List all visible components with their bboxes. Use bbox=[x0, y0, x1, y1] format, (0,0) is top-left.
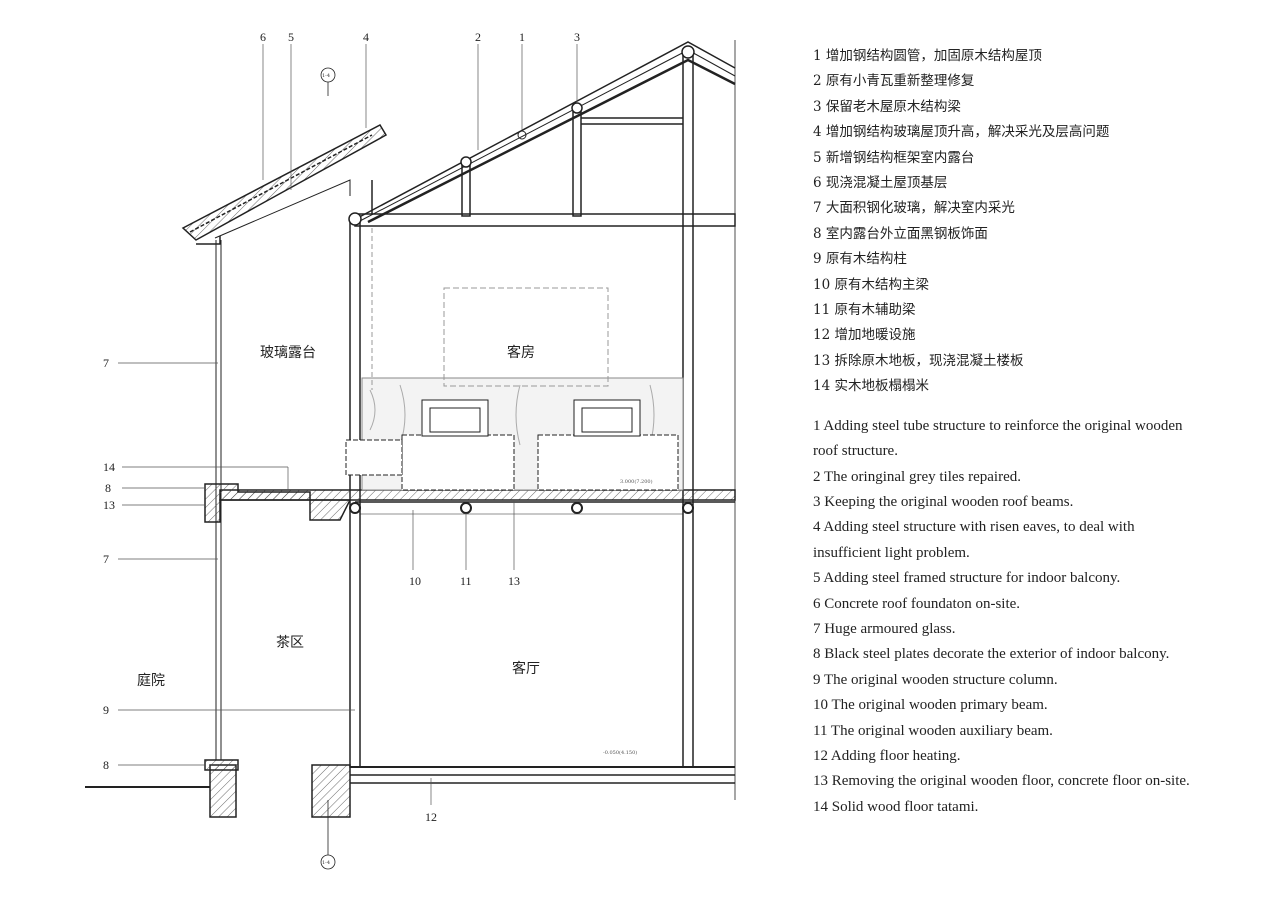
elevation-lower: -0.050(4.150) bbox=[603, 749, 637, 756]
callout: 12 bbox=[425, 810, 437, 824]
legend-item: 14 实木地板榻榻米 bbox=[813, 378, 929, 395]
roof-post bbox=[572, 107, 582, 217]
legend-chinese: 1 增加钢结构圆管，加固原木结构屋顶 2 原有小青瓦重新整理修复 3 保留老木屋… bbox=[813, 44, 1193, 400]
beam-section bbox=[349, 502, 361, 514]
legend-item: 10 The original wooden primary beam. bbox=[813, 697, 1048, 714]
legend-item: 2 原有小青瓦重新整理修复 bbox=[813, 73, 975, 90]
beds bbox=[345, 228, 684, 491]
steel-tube bbox=[460, 156, 472, 168]
legend-item: 7 Huge armoured glass. bbox=[813, 620, 956, 637]
callout: 8 bbox=[103, 758, 109, 772]
beam-section bbox=[571, 502, 583, 514]
legend-item: 10 原有木结构主梁 bbox=[813, 276, 929, 293]
legend-item: 1 Adding steel tube structure to reinfor… bbox=[813, 417, 1183, 460]
callouts-top: 6 5 4 2 1 3 bbox=[260, 30, 580, 44]
section-marker bbox=[320, 67, 336, 83]
room-guest-room: 客房 bbox=[507, 344, 535, 361]
legend-item: 13 Removing the original wooden floor, c… bbox=[813, 773, 1190, 790]
legend-item: 3 保留老木屋原木结构梁 bbox=[813, 98, 961, 115]
terrace-roof bbox=[181, 124, 388, 245]
room-courtyard: 庭院 bbox=[137, 672, 165, 689]
legend-item: 11 The original wooden auxiliary beam. bbox=[813, 722, 1053, 739]
legend-item: 4 Adding steel structure with risen eave… bbox=[813, 519, 1135, 561]
callout: 13 bbox=[103, 498, 115, 512]
callout: 14 bbox=[103, 460, 115, 474]
legend-item: 12 增加地暖设施 bbox=[813, 327, 916, 344]
callout: 8 bbox=[105, 481, 111, 495]
callout: 10 bbox=[409, 574, 421, 588]
legend-item: 12 Adding floor heating. bbox=[813, 747, 961, 764]
legend: 1 增加钢结构圆管，加固原木结构屋顶 2 原有小青瓦重新整理修复 3 保留老木屋… bbox=[813, 44, 1193, 820]
callout: 1 bbox=[519, 30, 525, 44]
foundation bbox=[209, 764, 237, 818]
room-tea-area: 茶区 bbox=[276, 635, 304, 651]
roof-beam bbox=[354, 213, 736, 227]
legend-item: 9 The original wooden structure column. bbox=[813, 671, 1058, 688]
beam-section bbox=[460, 502, 472, 514]
legend-item: 3 Keeping the original wooden roof beams… bbox=[813, 493, 1074, 510]
foundation bbox=[311, 764, 351, 818]
steel-tube bbox=[571, 102, 583, 114]
room-glass-terrace: 玻璃露台 bbox=[260, 344, 316, 361]
callout: 4 bbox=[363, 30, 369, 44]
legend-item: 11 原有木辅助梁 bbox=[813, 302, 916, 319]
legend-item: 2 The oringinal grey tiles repaired. bbox=[813, 468, 1021, 485]
beam-section bbox=[682, 502, 694, 514]
section-marker-label: 1-4 bbox=[322, 73, 330, 79]
callout: 11 bbox=[460, 574, 472, 588]
room-living-room: 客厅 bbox=[512, 660, 540, 677]
section-marker bbox=[320, 854, 336, 870]
legend-item: 8 室内露台外立面黑钢板饰面 bbox=[813, 225, 988, 242]
column-right bbox=[682, 51, 694, 768]
legend-item: 14 Solid wood floor tatami. bbox=[813, 798, 979, 815]
callout: 7 bbox=[103, 552, 109, 566]
legend-item: 6 现浇混凝土屋顶基层 bbox=[813, 175, 948, 192]
callout: 3 bbox=[574, 30, 580, 44]
legend-english: 1 Adding steel tube structure to reinfor… bbox=[813, 414, 1193, 821]
steel-tube bbox=[681, 45, 695, 59]
callout: 13 bbox=[508, 574, 520, 588]
legend-item: 7 大面积钢化玻璃，解决室内采光 bbox=[813, 200, 1015, 217]
legend-item: 13 拆除原木地板，现浇混凝土楼板 bbox=[813, 352, 1024, 369]
legend-item: 5 Adding steel framed structure for indo… bbox=[813, 570, 1121, 587]
callout: 7 bbox=[103, 356, 109, 370]
callouts-bottom: 10 11 13 12 bbox=[409, 574, 520, 824]
callouts-left: 7 14 8 13 7 9 8 bbox=[103, 356, 115, 772]
legend-item: 8 Black steel plates decorate the exteri… bbox=[813, 646, 1170, 663]
callout: 2 bbox=[475, 30, 481, 44]
gable-roof bbox=[349, 41, 736, 224]
callout: 9 bbox=[103, 703, 109, 717]
legend-item: 4 增加钢结构玻璃屋顶升高，解决采光及层高问题 bbox=[813, 124, 1110, 141]
callout: 6 bbox=[260, 30, 266, 44]
callout: 5 bbox=[288, 30, 294, 44]
steel-tube bbox=[348, 212, 362, 226]
legend-item: 1 增加钢结构圆管，加固原木结构屋顶 bbox=[813, 48, 1042, 64]
legend-item: 6 Concrete roof foundaton on-site. bbox=[813, 595, 1021, 612]
elevation-upper: 3.000(7.200) bbox=[620, 478, 653, 485]
legend-item: 5 新增钢结构框架室内露台 bbox=[813, 149, 975, 166]
legend-item: 9 原有木结构柱 bbox=[813, 251, 907, 268]
section-marker-label: 1-4 bbox=[322, 860, 330, 866]
